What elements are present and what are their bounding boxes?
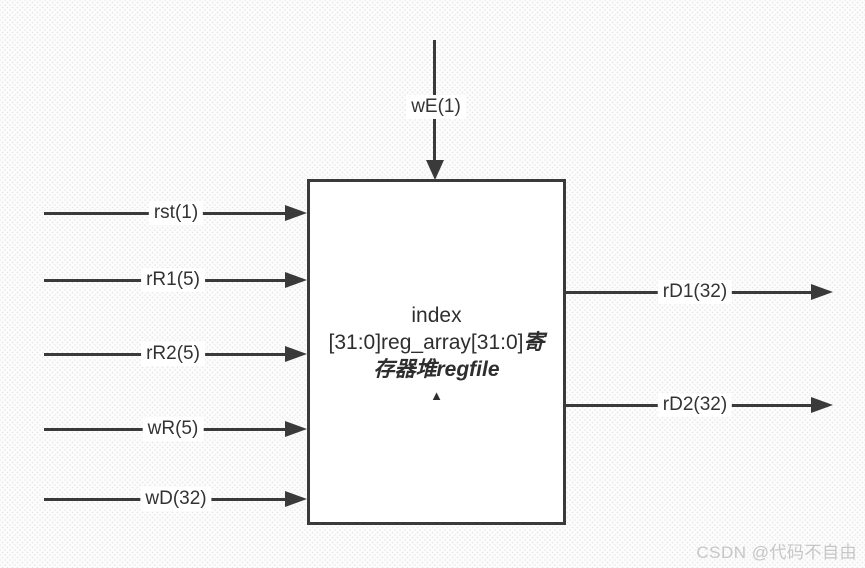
arrowhead-down-icon bbox=[426, 160, 444, 180]
pointer-up-icon: ▲ bbox=[430, 387, 443, 403]
port-label-wE: wE(1) bbox=[406, 95, 466, 119]
port-label-rD2: rD2(32) bbox=[657, 393, 733, 417]
port-label-rR1: rR1(5) bbox=[141, 268, 205, 292]
port-label-wD: wD(32) bbox=[140, 487, 212, 511]
block-title-line2: [31:0]reg_array[31:0]寄 bbox=[328, 330, 545, 354]
port-label-rst: rst(1) bbox=[148, 201, 204, 225]
regfile-block-label: index [31:0]reg_array[31:0]寄 存器堆regfile … bbox=[329, 302, 545, 403]
watermark: CSDN @代码不自由 bbox=[696, 543, 857, 562]
block-title-line3: 存器堆regfile bbox=[373, 357, 500, 381]
port-label-wR: wR(5) bbox=[142, 417, 204, 441]
arrowhead-right-icon bbox=[285, 272, 307, 288]
block-title-line1: index bbox=[411, 303, 462, 327]
arrowhead-right-icon bbox=[811, 284, 833, 300]
regfile-block: index [31:0]reg_array[31:0]寄 存器堆regfile … bbox=[307, 179, 566, 525]
arrowhead-right-icon bbox=[811, 397, 833, 413]
port-label-rR2: rR2(5) bbox=[141, 342, 205, 366]
port-label-rD1: rD1(32) bbox=[657, 280, 733, 304]
arrowhead-right-icon bbox=[285, 346, 307, 362]
arrowhead-right-icon bbox=[285, 421, 307, 437]
arrowhead-right-icon bbox=[285, 205, 307, 221]
arrowhead-right-icon bbox=[285, 491, 307, 507]
